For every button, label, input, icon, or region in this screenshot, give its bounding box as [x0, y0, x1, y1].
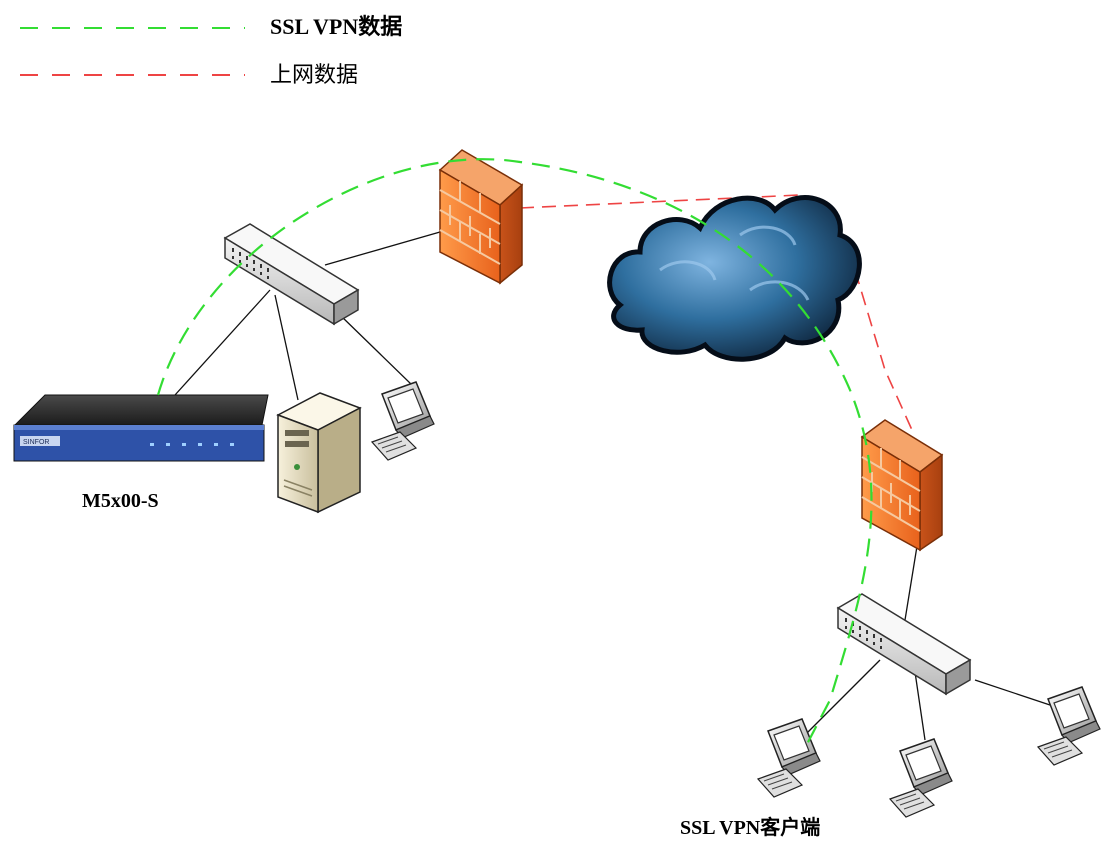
- cloud-icon: [607, 195, 862, 362]
- switch-icon: [223, 223, 360, 326]
- device-label: M5x00-S: [82, 490, 159, 512]
- ssl-vpn-data-path: [156, 158, 873, 749]
- computer-icon: [757, 718, 821, 798]
- legend-vpn-label: SSL VPN数据: [270, 14, 402, 39]
- vpn-appliance-icon: SINFOR: [13, 394, 269, 462]
- switch-icon: [836, 593, 972, 696]
- firewall-icon: [860, 419, 944, 552]
- computer-icon: [1037, 686, 1101, 766]
- appliance-brand: SINFOR: [23, 439, 49, 446]
- computer-icon: [889, 738, 953, 818]
- client-label: SSL VPN客户端: [680, 815, 820, 839]
- server-icon: [276, 392, 362, 514]
- legend: SSL VPN数据 上网数据: [20, 14, 402, 87]
- firewall-icon: [438, 149, 524, 285]
- legend-internet-label: 上网数据: [270, 62, 358, 87]
- internet-data-path: [519, 194, 913, 431]
- network-links: [174, 231, 1066, 741]
- computer-icon: [371, 381, 435, 461]
